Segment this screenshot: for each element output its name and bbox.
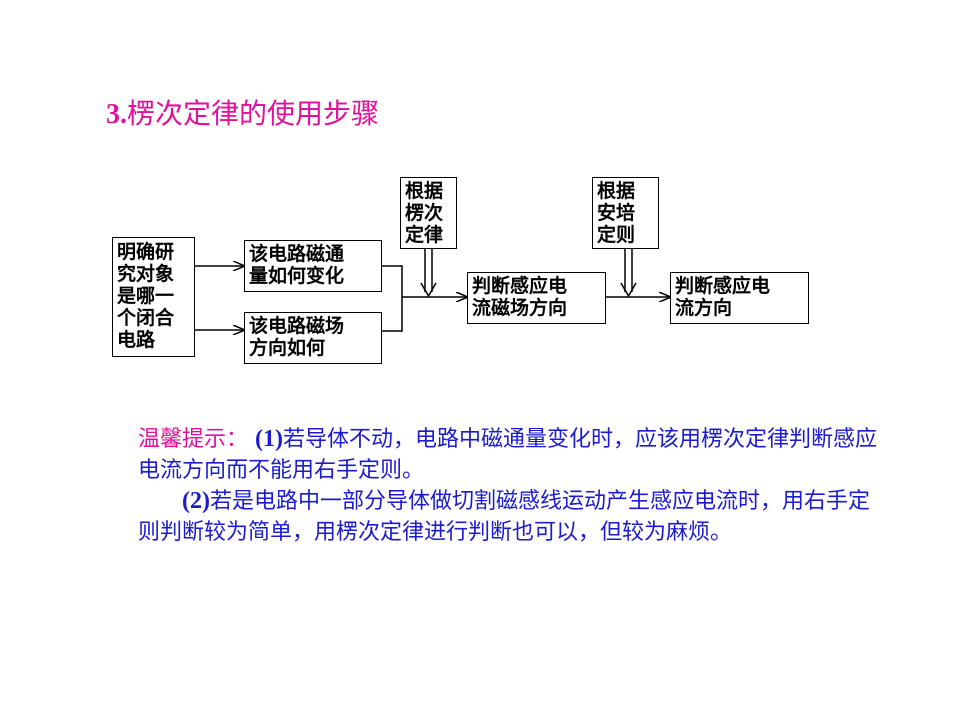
tip-paragraph-2: (2)若是电路中一部分导体做切割磁感线运动产生感应电流时，用右手定则判断较为简单… [138,486,878,548]
box-judge-current-line: 判断感应电 [675,275,771,297]
tip-paragraph-1: 温馨提示： (1)若导体不动，电路中磁通量变化时，应该用楞次定律判断感应电流方向… [138,424,878,486]
arrow-lenz-head [420,282,437,298]
box-ampere-line: 根据 [597,180,636,202]
arrow-ampere-head [620,282,637,298]
box-object-line: 是哪一 [117,285,175,307]
box-object-line: 究对象 [117,263,175,285]
tip-label: 温馨提示： [138,427,249,452]
box-field-direction: 该电路磁场 方向如何 [244,312,382,364]
box-judge-induced-field: 判断感应电 流磁场方向 [467,272,606,324]
box-ampere-line: 定则 [597,224,636,246]
box-flux-line: 量如何变化 [249,265,345,287]
box-ampere-line: 安培 [597,202,636,224]
box-ampere-rule: 根据 安培 定则 [592,177,659,249]
title-text: 楞次定律的使用步骤 [127,97,380,130]
connector-field-merge [382,297,403,332]
connector-flux-merge [382,265,403,297]
box-object-line: 个闭合 [117,307,175,329]
box-lenz-line: 楞次 [405,202,444,224]
box-lenz-line: 定律 [405,224,444,246]
box-flux-change: 该电路磁通 量如何变化 [244,240,382,292]
tip-p2-number: (2) [182,488,210,514]
page-title: 3.楞次定律的使用步骤 [106,92,379,132]
box-judge-field-line: 流磁场方向 [472,297,568,319]
tip-p1-number: (1) [255,426,283,452]
tip-section: 温馨提示： (1)若导体不动，电路中磁通量变化时，应该用楞次定律判断感应电流方向… [138,424,878,548]
box-judge-induced-current: 判断感应电 流方向 [670,272,809,324]
box-object-line: 电路 [117,329,156,351]
box-field-line: 方向如何 [249,337,326,359]
box-field-line: 该电路磁场 [249,315,345,337]
tip-p2-text: 若是电路中一部分导体做切割磁感线运动产生感应电流时，用右手定则判断较为简单，用楞… [138,489,870,545]
box-lenz-line: 根据 [405,180,444,202]
box-flux-line: 该电路磁通 [249,243,345,265]
title-number: 3. [106,99,127,130]
box-research-object: 明确研 究对象 是哪一 个闭合 电路 [112,237,195,357]
box-object-line: 明确研 [117,241,175,263]
box-judge-field-line: 判断感应电 [472,275,568,297]
box-judge-current-line: 流方向 [675,297,733,319]
box-lenz-law: 根据 楞次 定律 [400,177,457,249]
tip-p1-text: 若导体不动，电路中磁通量变化时，应该用楞次定律判断感应电流方向而不能用右手定则。 [138,427,878,483]
